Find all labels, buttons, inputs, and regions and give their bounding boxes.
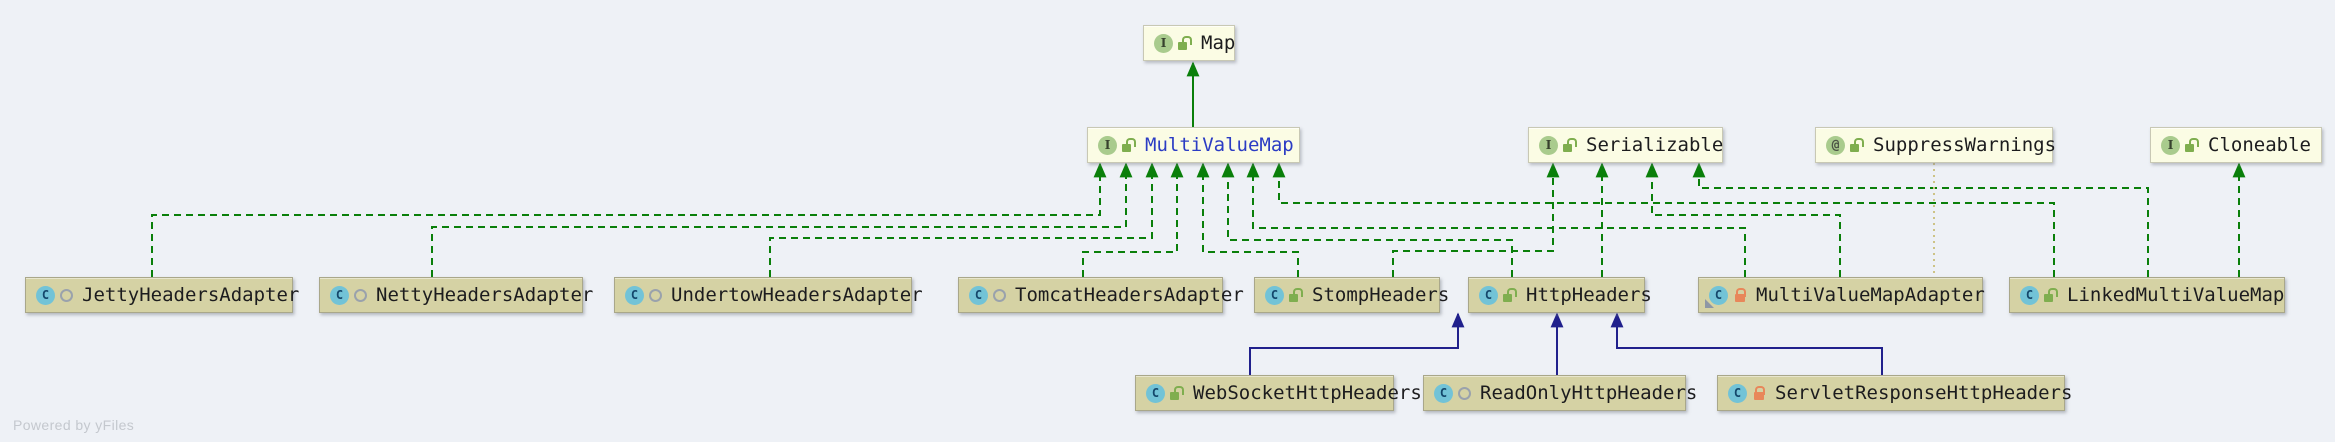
edge-linkedmultivaluemap-implements-multivaluemap — [1272, 162, 2055, 277]
class-icon: C — [1705, 285, 1728, 308]
class-icon: C — [1728, 383, 1747, 403]
edge-stompheaders-implements-multivaluemap — [1196, 162, 1299, 277]
class-icon: C — [1265, 285, 1284, 305]
node-label: StompHeaders — [1312, 284, 1450, 306]
node-label: MultiValueMap — [1145, 134, 1294, 156]
node-label: Serializable — [1586, 134, 1724, 156]
edge-nettyheadersadapter-implements-multivaluemap — [431, 162, 1133, 277]
class-icon: C — [1146, 383, 1165, 403]
package-visibility-icon — [354, 288, 367, 302]
edge-stompheaders-implements-serializable — [1392, 162, 1560, 277]
class-icon: C — [1434, 383, 1453, 403]
public-lock-icon — [1170, 385, 1184, 402]
node-jettyheadersadapter[interactable]: C JettyHeadersAdapter — [25, 277, 299, 313]
node-label: TomcatHeadersAdapter — [1015, 284, 1244, 306]
package-visibility-icon — [993, 288, 1006, 302]
yfiles-watermark: Powered by yFiles — [13, 417, 135, 433]
node-label: NettyHeadersAdapter — [376, 284, 594, 306]
class-icon: C — [625, 285, 644, 305]
node-map[interactable]: I Map — [1143, 25, 1235, 61]
node-label: HttpHeaders — [1526, 284, 1652, 306]
node-suppresswarnings[interactable]: @ SuppressWarnings — [1815, 127, 2056, 163]
private-lock-icon — [1733, 287, 1747, 304]
node-httpheaders[interactable]: C HttpHeaders — [1468, 277, 1652, 313]
package-visibility-icon — [649, 288, 662, 302]
public-lock-icon — [2185, 137, 2199, 154]
edge-websockethttpheaders-extends-httpheaders — [1249, 312, 1465, 375]
edge-tomcatheadersadapter-implements-multivaluemap — [1082, 162, 1184, 277]
public-lock-icon — [1850, 137, 1864, 154]
edge-multivaluemapadapter-implements-multivaluemap — [1246, 162, 1746, 277]
edge-servletresponsehttpheaders-extends-httpheaders — [1610, 312, 1883, 375]
node-stompheaders[interactable]: C StompHeaders — [1254, 277, 1449, 313]
interface-icon: I — [2161, 135, 2180, 155]
edge-multivaluemapadapter-implements-serializable — [1645, 162, 1841, 277]
node-servletresponsehttpheaders[interactable]: C ServletResponseHttpHeaders — [1717, 375, 2072, 411]
interface-icon: I — [1154, 33, 1173, 53]
node-label: JettyHeadersAdapter — [82, 284, 300, 306]
public-lock-icon — [2044, 287, 2058, 304]
node-tomcatheadersadapter[interactable]: C TomcatHeadersAdapter — [958, 277, 1244, 313]
public-lock-icon — [1178, 35, 1192, 52]
edge-jettyheadersadapter-implements-multivaluemap — [151, 162, 1107, 277]
public-lock-icon — [1563, 137, 1577, 154]
node-readonlyhttpheaders[interactable]: C ReadOnlyHttpHeaders — [1423, 375, 1697, 411]
class-icon: C — [969, 285, 988, 305]
node-label: SuppressWarnings — [1873, 134, 2057, 156]
public-lock-icon — [1122, 137, 1136, 154]
class-icon: C — [2020, 285, 2039, 305]
class-icon: C — [330, 285, 349, 305]
node-multivaluemap[interactable]: I MultiValueMap — [1087, 127, 1300, 163]
annotation-icon: @ — [1826, 135, 1845, 155]
node-multivaluemapadapter[interactable]: C MultiValueMapAdapter — [1698, 277, 1985, 313]
node-serializable[interactable]: I Serializable — [1528, 127, 1723, 163]
private-lock-icon — [1752, 385, 1766, 402]
public-lock-icon — [1289, 287, 1303, 304]
edge-linkedmultivaluemap-implements-serializable — [1692, 162, 2149, 277]
node-label: Cloneable — [2208, 134, 2311, 156]
static-mark-icon — [1705, 298, 1714, 308]
node-label: UndertowHeadersAdapter — [671, 284, 923, 306]
node-linkedmultivaluemap[interactable]: C LinkedMultiValueMap — [2009, 277, 2285, 313]
package-visibility-icon — [60, 288, 73, 302]
node-cloneable[interactable]: I Cloneable — [2150, 127, 2322, 163]
node-label: WebSocketHttpHeaders — [1193, 382, 1422, 404]
node-undertowheadersadapter[interactable]: C UndertowHeadersAdapter — [614, 277, 923, 313]
node-label: LinkedMultiValueMap — [2067, 284, 2285, 306]
interface-icon: I — [1539, 135, 1558, 155]
node-nettyheadersadapter[interactable]: C NettyHeadersAdapter — [319, 277, 593, 313]
interface-icon: I — [1098, 135, 1117, 155]
node-label: ServletResponseHttpHeaders — [1775, 382, 2073, 404]
edge-undertowheadersadapter-implements-multivaluemap — [769, 162, 1159, 277]
node-label: Map — [1201, 32, 1236, 54]
node-label: ReadOnlyHttpHeaders — [1480, 382, 1698, 404]
node-websockethttpheaders[interactable]: C WebSocketHttpHeaders — [1135, 375, 1422, 411]
package-visibility-icon — [1458, 386, 1471, 400]
class-icon: C — [1479, 285, 1498, 305]
public-lock-icon — [1503, 287, 1517, 304]
class-icon: C — [36, 285, 55, 305]
node-label: MultiValueMapAdapter — [1756, 284, 1985, 306]
edge-httpheaders-implements-multivaluemap — [1221, 162, 1513, 277]
